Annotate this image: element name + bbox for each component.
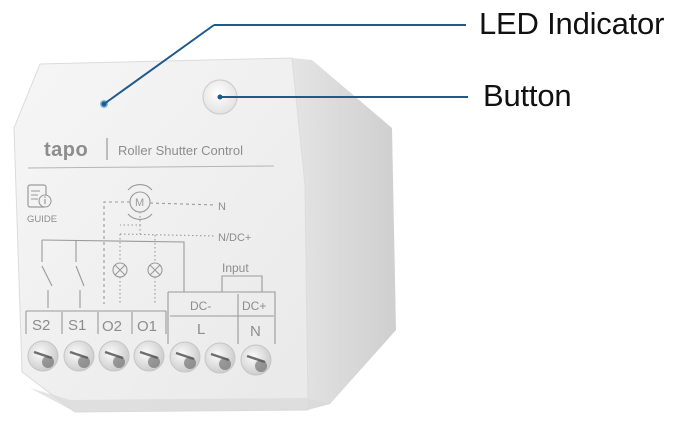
terminal-label-s2: S2 xyxy=(32,317,50,334)
screw-terminal xyxy=(27,340,59,372)
terminal-label-s1: S1 xyxy=(68,317,86,334)
input-label: Input xyxy=(222,261,249,275)
motor-label: M xyxy=(135,197,144,209)
guide-label: GUIDE xyxy=(27,214,57,225)
screw-terminal xyxy=(63,340,95,372)
screw-terminal xyxy=(169,341,201,373)
screw-terminal xyxy=(98,340,130,372)
led-callout-line xyxy=(101,24,466,107)
terminal-label-n: N xyxy=(250,323,261,340)
dc-minus-label: DC- xyxy=(190,299,211,313)
terminal-label-o2: O2 xyxy=(102,318,122,335)
device-side-face xyxy=(292,58,396,410)
terminal-label-l: L xyxy=(197,321,205,338)
dc-plus-label: DC+ xyxy=(242,299,266,313)
header-rule xyxy=(27,165,275,169)
guide-icon xyxy=(27,184,52,208)
screw-terminal xyxy=(204,342,236,374)
wire-label-n: N xyxy=(218,201,226,213)
button-callout-line xyxy=(217,94,468,100)
screw-terminal xyxy=(240,344,272,376)
wiring-diagram xyxy=(25,184,276,344)
led-indicator-label: LED Indicator xyxy=(479,6,665,41)
terminal-label-o1: O1 xyxy=(137,318,157,335)
product-name: Roller Shutter Control xyxy=(118,143,243,158)
screw-terminal xyxy=(133,340,165,372)
button-label: Button xyxy=(483,78,572,113)
wire-label-ndc: N/DC+ xyxy=(218,232,251,244)
brand-logo: tapo xyxy=(44,139,88,161)
screw-terminals xyxy=(27,340,272,376)
